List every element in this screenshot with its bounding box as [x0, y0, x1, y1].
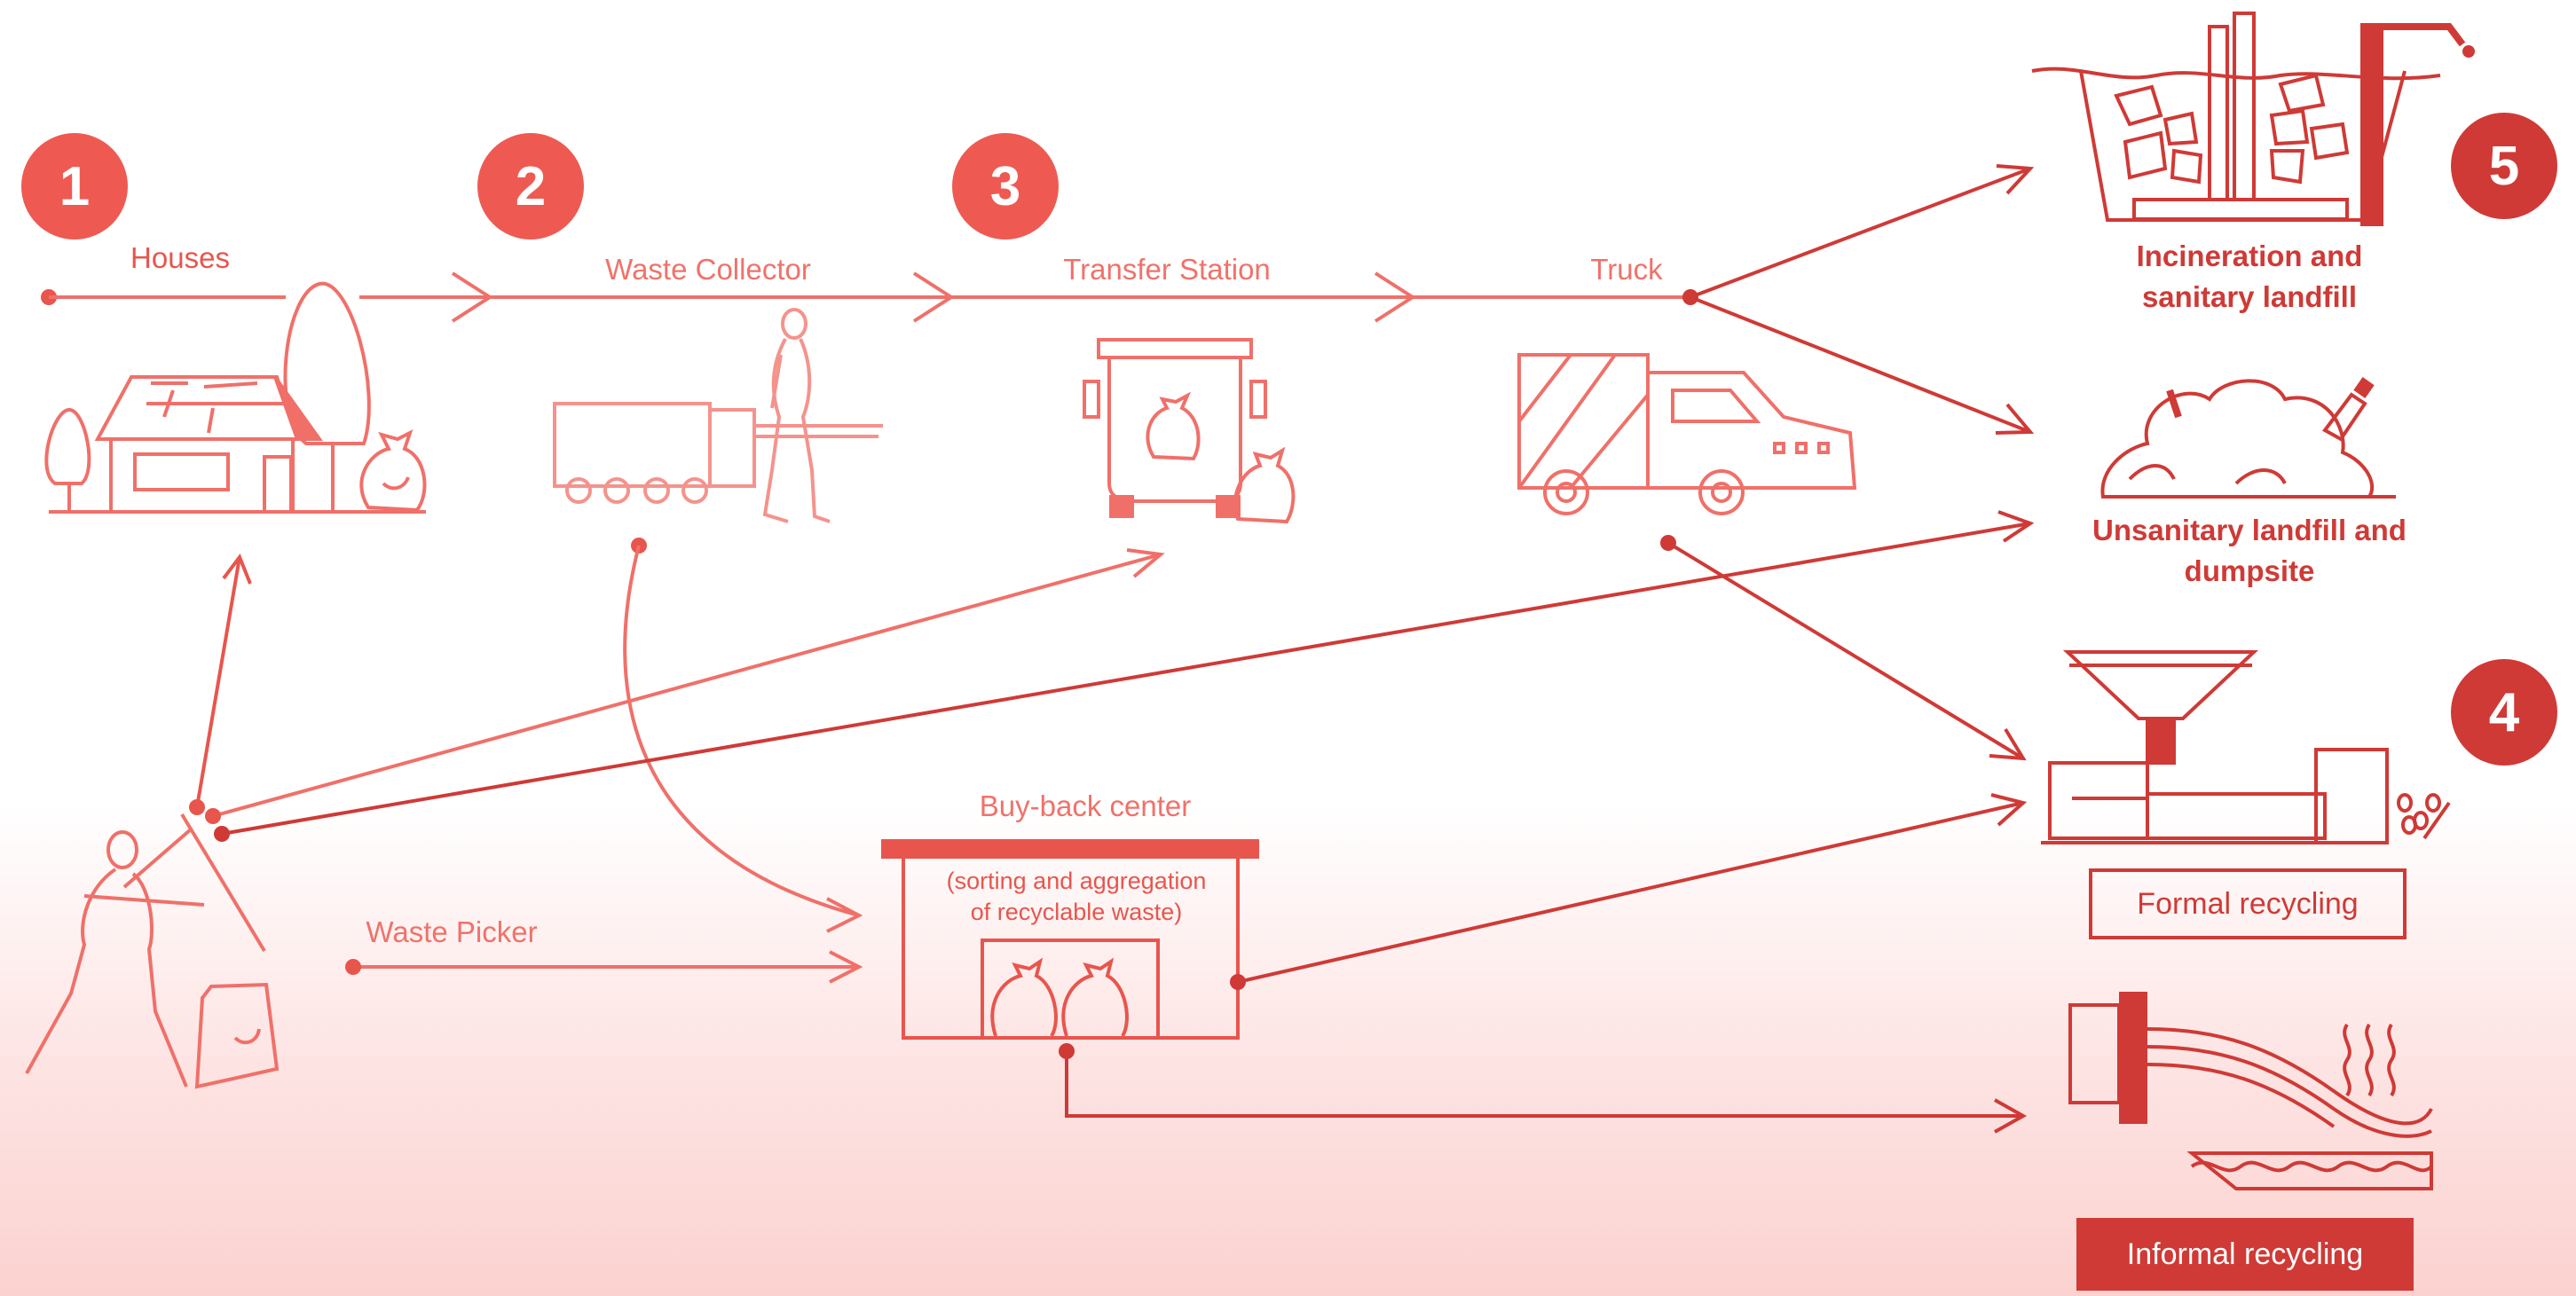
truck-icon [1517, 353, 1857, 515]
garbage-bag-icon [359, 429, 427, 513]
picker-arrows [189, 510, 2035, 984]
unsanitary-label-line1: Unsanitary landfill and [2092, 514, 2407, 546]
waste-picker-icon [25, 813, 280, 1089]
waste-collector-label: Waste Collector [605, 253, 811, 286]
collector-to-buyback-arrow [623, 538, 863, 933]
dump-icon [2100, 377, 2396, 499]
truck-label: Truck [1590, 253, 1663, 286]
house-icon [49, 375, 426, 514]
buyback-outgoing-arrows [1059, 793, 2028, 1134]
step-2-badge: 2 [477, 133, 584, 240]
incineration-label: Incineration and sanitary landfill [2137, 236, 2363, 318]
step-5-badge: 5 [2451, 113, 2557, 219]
unsanitary-label: Unsanitary landfill and dumpsite [2092, 510, 2407, 592]
step-3-badge: 3 [952, 133, 1059, 240]
houses-label: Houses [130, 241, 230, 274]
unsanitary-label-line2: dumpsite [2184, 554, 2315, 587]
tree-icon [44, 281, 371, 512]
formal-recycling-box: Formal recycling [2089, 868, 2407, 939]
incineration-label-line2: sanitary landfill [2141, 280, 2358, 313]
buy-back-desc-line2: of recyclable waste) [970, 899, 1183, 925]
buy-back-desc-line1: (sorting and aggregation [946, 868, 1207, 894]
worker-icon [762, 308, 831, 523]
transfer-station-label: Transfer Station [1063, 253, 1271, 286]
step-1-badge: 1 [21, 133, 128, 240]
recycling-machine-icon [2041, 650, 2451, 844]
dumpster-icon [1083, 338, 1296, 524]
buy-back-center-building [881, 839, 1259, 1040]
waste-picker-label: Waste Picker [366, 915, 538, 948]
step-4-badge: 4 [2451, 659, 2557, 766]
incineration-icon [2031, 12, 2475, 226]
informal-recycling-icon [2068, 992, 2433, 1190]
buy-back-center-title: Buy-back center [979, 789, 1192, 822]
main-flow-line [41, 271, 1690, 323]
informal-recycling-box: Informal recycling [2076, 1218, 2414, 1291]
incineration-label-line1: Incineration and [2136, 240, 2363, 272]
truck-outcome-arrows [1660, 164, 2035, 761]
cart-icon [553, 402, 883, 504]
